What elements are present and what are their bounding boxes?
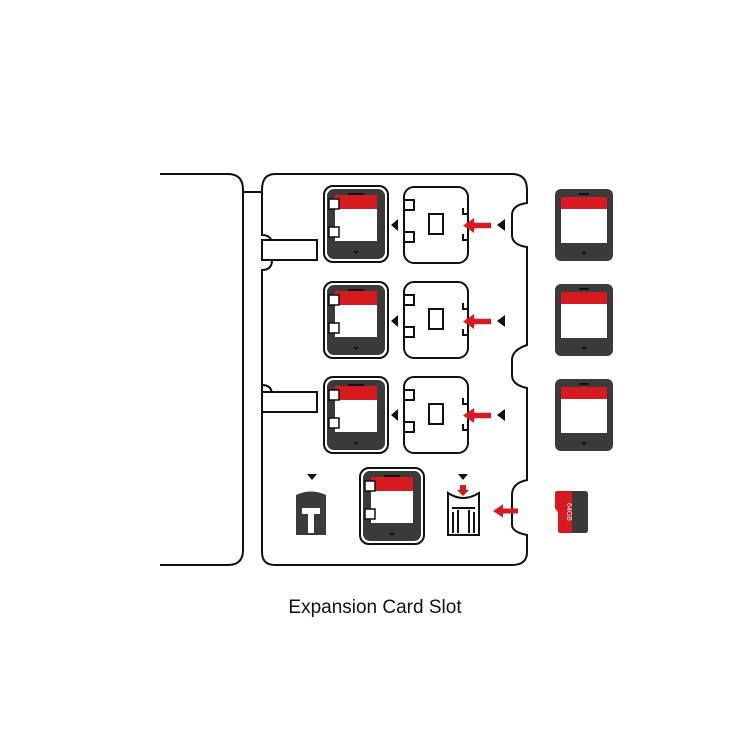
sd-holder-slot-2: [323, 281, 389, 359]
adapter-outline-2: [403, 281, 469, 359]
sd-holder-slot-3: [323, 376, 389, 454]
hinge-tab-top: [261, 239, 318, 261]
sd-card-2: [555, 284, 613, 356]
insert-triangle-icon: [497, 219, 505, 231]
sd-card-3: [555, 379, 613, 451]
sd-card-1: [555, 189, 613, 261]
insert-triangle-icon: [391, 219, 398, 231]
insert-triangle-icon: [391, 409, 398, 421]
adapter-outline-3: [403, 376, 469, 454]
insert-triangle-icon: [497, 315, 505, 327]
microsd-slot-shape: [296, 491, 326, 535]
insert-triangle-icon: [307, 474, 317, 480]
hinge-tab-bottom: [261, 391, 318, 413]
sd-holder-center: [359, 466, 425, 546]
microsd-adapter-shape: [447, 485, 480, 536]
adapter-outline-1: [403, 186, 469, 264]
insert-triangle-icon: [497, 409, 505, 421]
diagram-caption: Expansion Card Slot: [288, 597, 462, 618]
insert-triangle-icon: [391, 315, 398, 327]
microsd-card: 64GB: [555, 491, 588, 533]
insert-triangle-icon: [458, 474, 468, 480]
case-lid: [160, 173, 262, 566]
microsd-capacity-label: 64GB: [565, 503, 572, 521]
sd-holder-slot-1: [323, 185, 389, 263]
